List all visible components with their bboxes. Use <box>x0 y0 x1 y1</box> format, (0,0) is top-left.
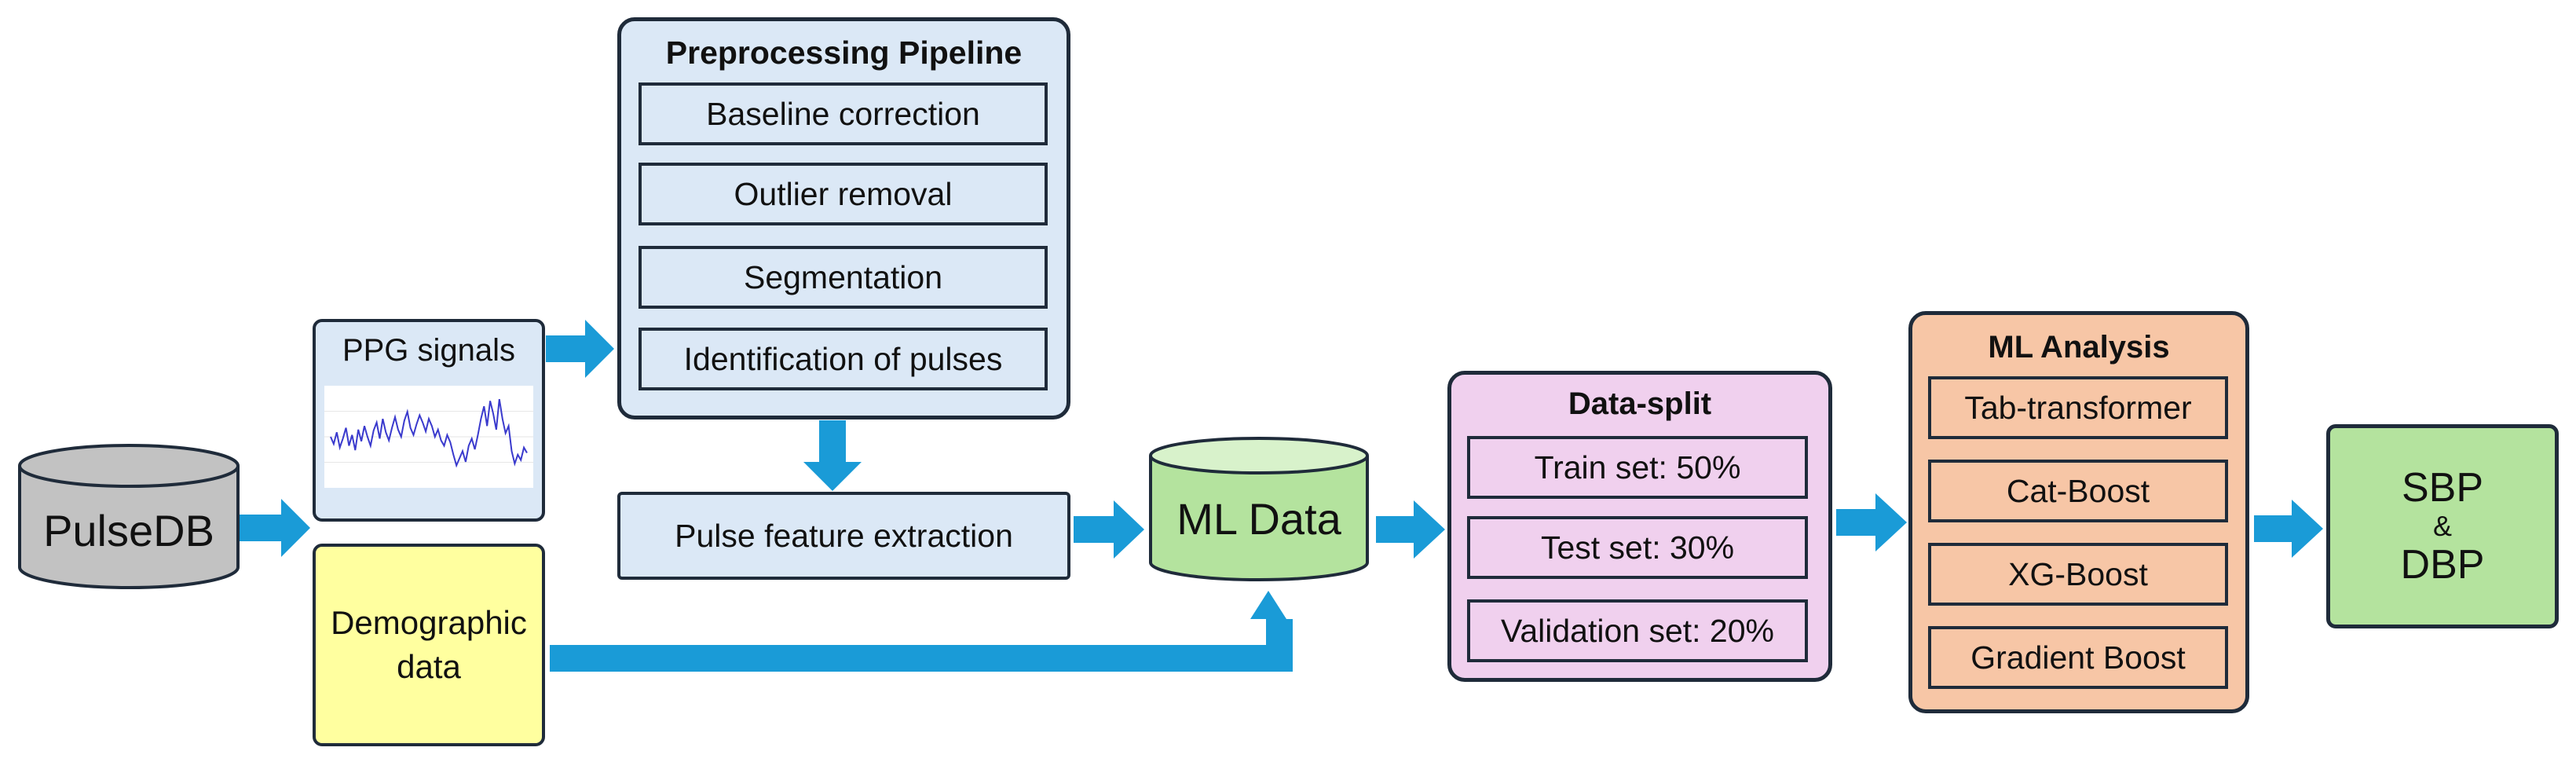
ml-analysis-title: ML Analysis <box>1988 329 2170 365</box>
preprocessing-title: Preprocessing Pipeline <box>665 34 1023 71</box>
test-set-item: Test set: 30% <box>1467 516 1808 579</box>
preprocessing-pipeline-box: Preprocessing Pipeline Baseline correcti… <box>617 17 1070 419</box>
step-outlier-removal: Outlier removal <box>639 163 1048 225</box>
ppg-signals-label: PPG signals <box>342 333 516 368</box>
output-sbp-dbp-box: SBP & DBP <box>2326 424 2559 628</box>
pulsedb-label: PulseDB <box>43 505 214 555</box>
arrow-analysis-to-output <box>2254 500 2323 558</box>
ml-data-label: ML Data <box>1176 493 1341 544</box>
ppg-signals-box: PPG signals <box>313 319 545 522</box>
arrow-preprocessing-to-feature <box>803 420 862 491</box>
demographic-line2: data <box>397 648 461 685</box>
arrow-ppg-to-preprocessing <box>546 320 614 378</box>
pulse-feature-extraction-box: Pulse feature extraction <box>617 492 1070 580</box>
step-identification-of-pulses: Identification of pulses <box>639 328 1048 390</box>
step-segmentation: Segmentation <box>639 246 1048 309</box>
output-dbp: DBP <box>2400 542 2485 588</box>
ml-analysis-box: ML Analysis Tab-transformer Cat-Boost XG… <box>1908 311 2249 713</box>
step-baseline-correction: Baseline correction <box>639 82 1048 145</box>
mldata-cylinder <box>1149 437 1369 581</box>
output-ampersand: & <box>2432 510 2452 542</box>
arrow-mldata-to-datasplit <box>1376 500 1445 559</box>
validation-set-item: Validation set: 20% <box>1467 599 1808 662</box>
output-sbp: SBP <box>2401 465 2484 511</box>
demographic-line1: Demographic <box>331 604 527 641</box>
model-gradient-boost: Gradient Boost <box>1928 626 2228 689</box>
data-split-box: Data-split Train set: 50% Test set: 30% … <box>1447 371 1832 682</box>
model-tab-transformer: Tab-transformer <box>1928 376 2228 439</box>
ppg-waveform-plot <box>324 386 533 488</box>
pulsedb-cylinder <box>18 444 240 589</box>
model-cat-boost: Cat-Boost <box>1928 460 2228 522</box>
ppg-waveform-line <box>330 398 528 468</box>
arrow-pulsedb-to-signals <box>240 499 310 557</box>
arrow-demographic-to-mldata <box>550 591 1293 672</box>
data-split-title: Data-split <box>1568 386 1712 421</box>
arrow-feature-to-mldata <box>1074 500 1144 559</box>
model-xg-boost: XG-Boost <box>1928 543 2228 606</box>
arrow-datasplit-to-analysis <box>1836 493 1907 551</box>
demographic-data-box: Demographic data <box>313 544 545 746</box>
train-set-item: Train set: 50% <box>1467 436 1808 499</box>
